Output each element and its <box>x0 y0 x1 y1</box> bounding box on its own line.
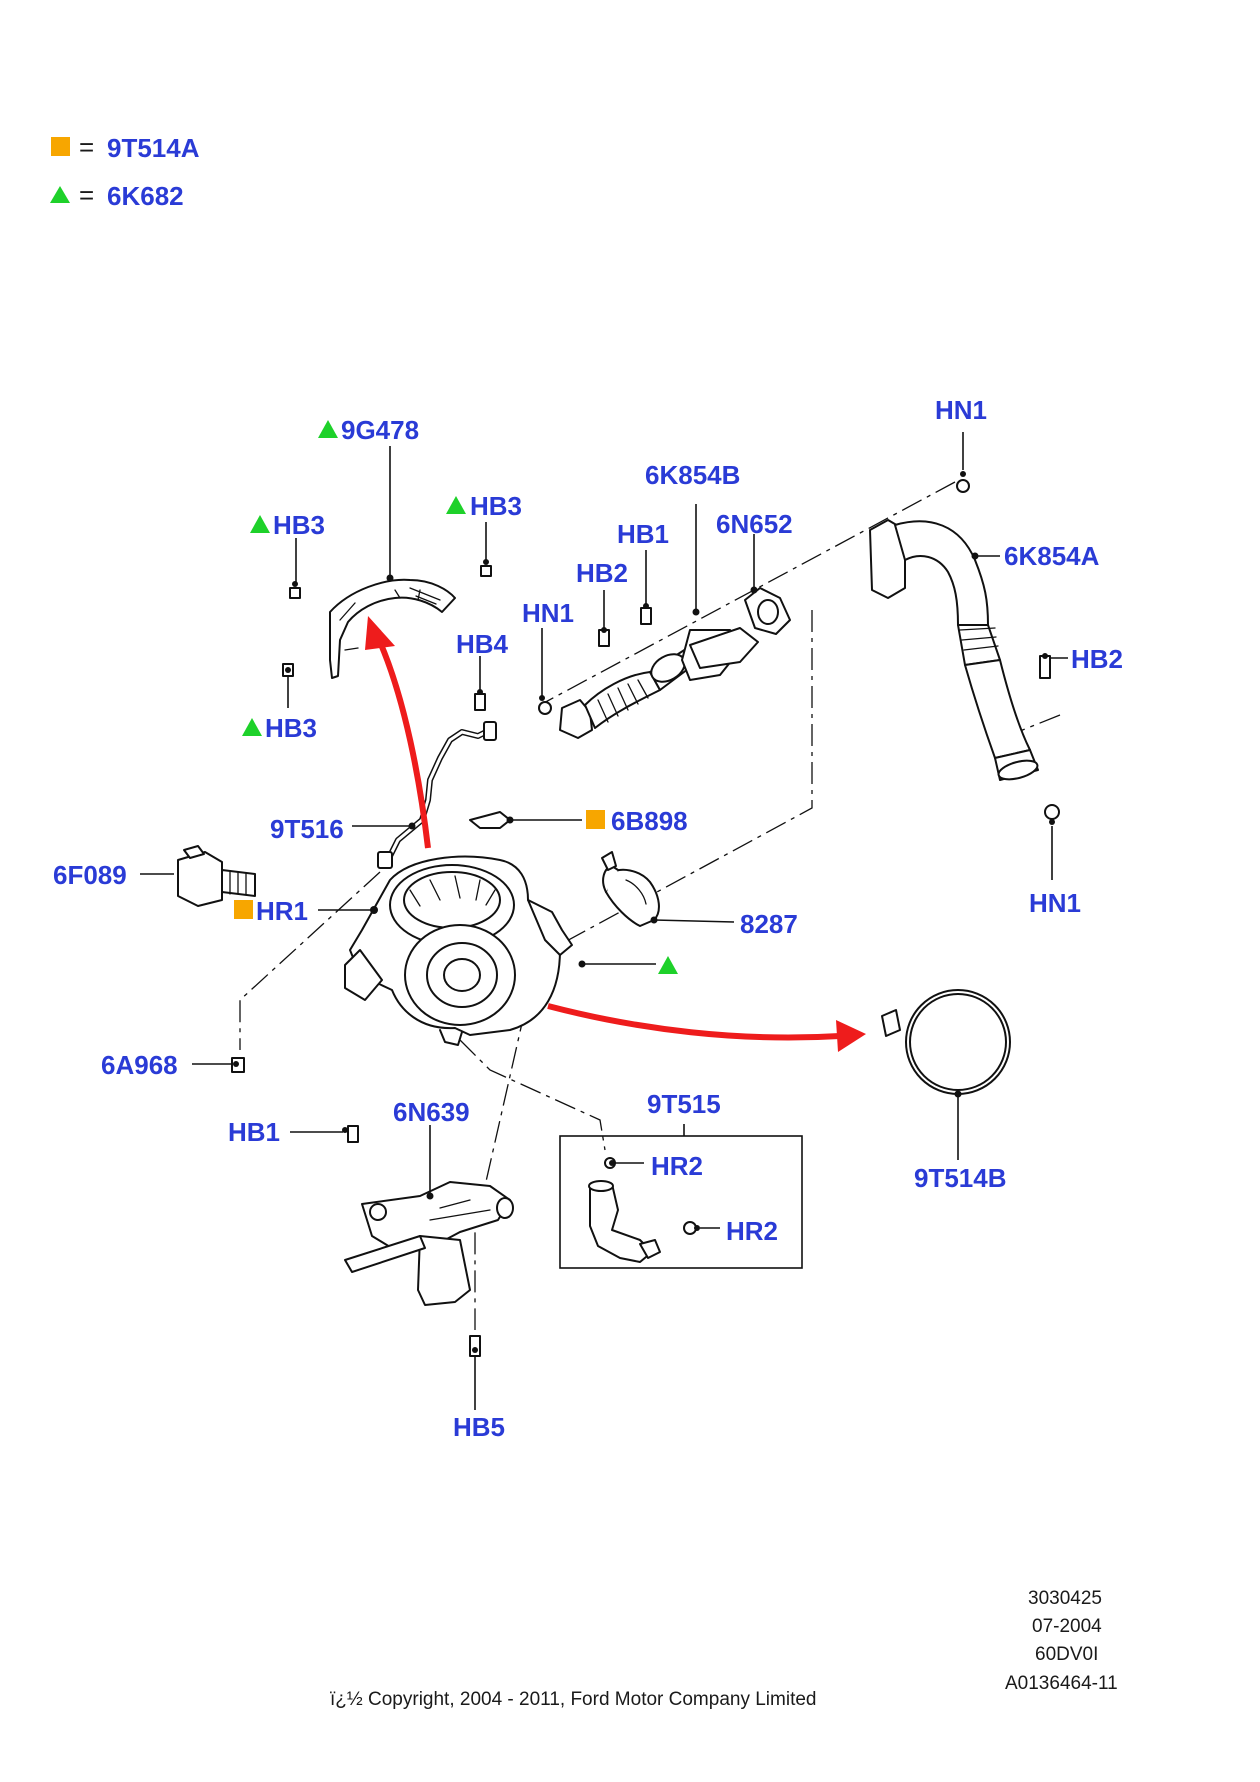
label-hr2-top: HR2 <box>651 1151 703 1181</box>
bolt-hr1 <box>370 906 378 914</box>
clamp-8287 <box>601 851 660 927</box>
square-marker-icon <box>586 810 605 829</box>
triangle-marker-icon <box>318 420 338 438</box>
label-hb3-lower: HB3 <box>265 713 317 743</box>
clip-hr2-bottom <box>683 1221 700 1235</box>
label-hb3-right: HB3 <box>470 491 522 521</box>
bolt-hb3-left <box>289 581 301 599</box>
bolt-hb2-right <box>1039 653 1051 679</box>
bolt-hb4 <box>474 689 486 711</box>
leader-lines <box>140 432 1068 1410</box>
nut-hn1-right <box>1044 804 1060 825</box>
label-hb2-right: HB2 <box>1071 644 1123 674</box>
bracket-6n639 <box>344 1181 514 1306</box>
legend-triangle-code: 6K682 <box>107 181 184 211</box>
label-hr1: HR1 <box>256 896 308 926</box>
part-labels: 9G478 HB3 HB3 HB3 HB4 9T516 6F089 HR1 6B… <box>53 395 1123 1442</box>
bolt-6a968 <box>231 1057 245 1073</box>
label-hb3-left: HB3 <box>273 510 325 540</box>
label-hr2-bottom: HR2 <box>726 1216 778 1246</box>
label-6k854a: 6K854A <box>1004 541 1100 571</box>
nut-hn1-top <box>956 471 970 493</box>
red-arrows <box>365 616 866 1052</box>
pipe-9t516 <box>377 721 497 869</box>
square-marker-icon <box>234 900 253 919</box>
vband-clamp-9t514b <box>881 989 1011 1095</box>
label-8287: 8287 <box>740 909 798 939</box>
bolt-hb3-lower <box>282 663 294 677</box>
triangle-marker-icon <box>50 186 70 203</box>
legend-equals-2: = <box>79 180 94 210</box>
ref-code: 60DV0I <box>1035 1644 1098 1665</box>
label-markers <box>234 420 678 974</box>
legend-square-code: 9T514A <box>107 133 200 163</box>
label-6n652: 6N652 <box>716 509 793 539</box>
triangle-marker-icon <box>658 956 678 974</box>
bolt-hb1-lower <box>342 1125 359 1143</box>
label-hn1-left: HN1 <box>522 598 574 628</box>
bolt-hb5 <box>469 1335 481 1357</box>
bracket-6b898 <box>469 811 511 829</box>
label-hb1-upper: HB1 <box>617 519 669 549</box>
triangle-marker-icon <box>446 496 466 514</box>
legend-equals: = <box>79 132 94 162</box>
ref-illustration-id: A0136464-11 <box>1005 1673 1118 1694</box>
clip-hr2-top <box>604 1157 616 1169</box>
turbocharger <box>344 855 573 1046</box>
footer: 3030425 07-2004 60DV0I A0136464-11 ï¿½ C… <box>330 1588 1118 1710</box>
bolt-hb2-left <box>598 627 610 647</box>
heat-shield-9g478 <box>329 578 456 679</box>
ref-number: 3030425 <box>1028 1588 1102 1609</box>
gasket-6n652 <box>744 587 791 635</box>
label-9t515: 9T515 <box>647 1089 721 1119</box>
label-6k854b: 6K854B <box>645 460 740 490</box>
label-hb5: HB5 <box>453 1412 505 1442</box>
label-hb1-lower: HB1 <box>228 1117 280 1147</box>
label-hb2-left: HB2 <box>576 558 628 588</box>
fasteners <box>231 471 1060 1357</box>
label-6a968: 6A968 <box>101 1050 178 1080</box>
box-9t515 <box>559 1135 803 1269</box>
ref-date: 07-2004 <box>1032 1616 1102 1637</box>
arrow-right-icon <box>836 1020 866 1052</box>
label-hn1-top: HN1 <box>935 395 987 425</box>
label-9t514b: 9T514B <box>914 1163 1007 1193</box>
arrow-up-icon <box>365 616 395 650</box>
actuator-6f089 <box>177 845 256 907</box>
label-9t516: 9T516 <box>270 814 344 844</box>
legend: = 9T514A = 6K682 <box>50 132 200 211</box>
label-hn1-right: HN1 <box>1029 888 1081 918</box>
triangle-marker-icon <box>250 515 270 533</box>
label-6f089: 6F089 <box>53 860 127 890</box>
square-marker-icon <box>51 137 70 156</box>
label-6b898: 6B898 <box>611 806 688 836</box>
triangle-marker-icon <box>242 718 262 736</box>
label-6n639: 6N639 <box>393 1097 470 1127</box>
label-9g478: 9G478 <box>341 415 419 445</box>
nut-hn1-left <box>538 695 552 715</box>
label-hb4: HB4 <box>456 629 509 659</box>
bolt-hb1-upper <box>640 603 652 625</box>
egr-pipe-6k854b <box>559 627 759 739</box>
egr-tube-6k854a <box>869 519 1039 781</box>
copyright-text: ï¿½ Copyright, 2004 - 2011, Ford Motor C… <box>330 1689 817 1710</box>
